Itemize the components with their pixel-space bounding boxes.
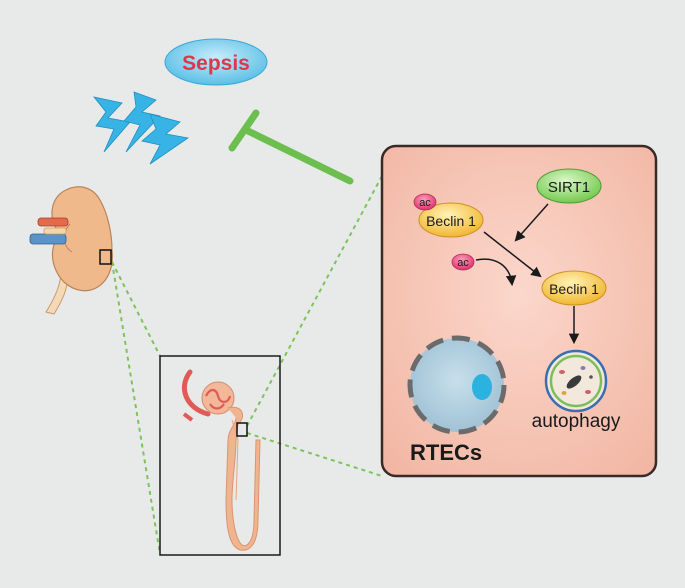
beclin-acetylated-label: Beclin 1 [426, 213, 476, 229]
acetyl-label-1: ac [419, 197, 431, 209]
zoom-lines [111, 175, 383, 555]
lightning-icon [92, 91, 190, 165]
nephron-icon [181, 369, 261, 551]
beclin-deacetylated-node [541, 270, 607, 306]
cell-type-label: RTECs [410, 440, 482, 465]
sirt1-label: SIRT1 [548, 179, 590, 196]
acetyl-tag-2 [451, 253, 475, 271]
sepsis-ellipse [164, 38, 268, 86]
pathway-arrows [475, 203, 580, 345]
kidney-zoom-box [99, 249, 112, 265]
acetyl-label-2: ac [457, 257, 469, 269]
nucleus-icon [407, 335, 507, 435]
autophagosome-icon [544, 349, 608, 413]
beclin-acetylated-node [418, 202, 484, 238]
sepsis-node: Sepsis [164, 38, 268, 86]
beclin-deacetylated-label: Beclin 1 [549, 281, 599, 297]
kidney-icon [29, 186, 113, 315]
cell-panel: SIRT1 Beclin 1 ac ac Beclin 1 [380, 144, 658, 478]
autophagy-label: autophagy [532, 411, 621, 432]
nephron-panel [159, 355, 281, 556]
sirt1-node [536, 168, 602, 204]
sepsis-label: Sepsis [182, 52, 250, 75]
inhibition-arrow [228, 109, 354, 185]
nephron-zoom-box [236, 422, 248, 437]
acetyl-tag-1 [413, 193, 437, 211]
